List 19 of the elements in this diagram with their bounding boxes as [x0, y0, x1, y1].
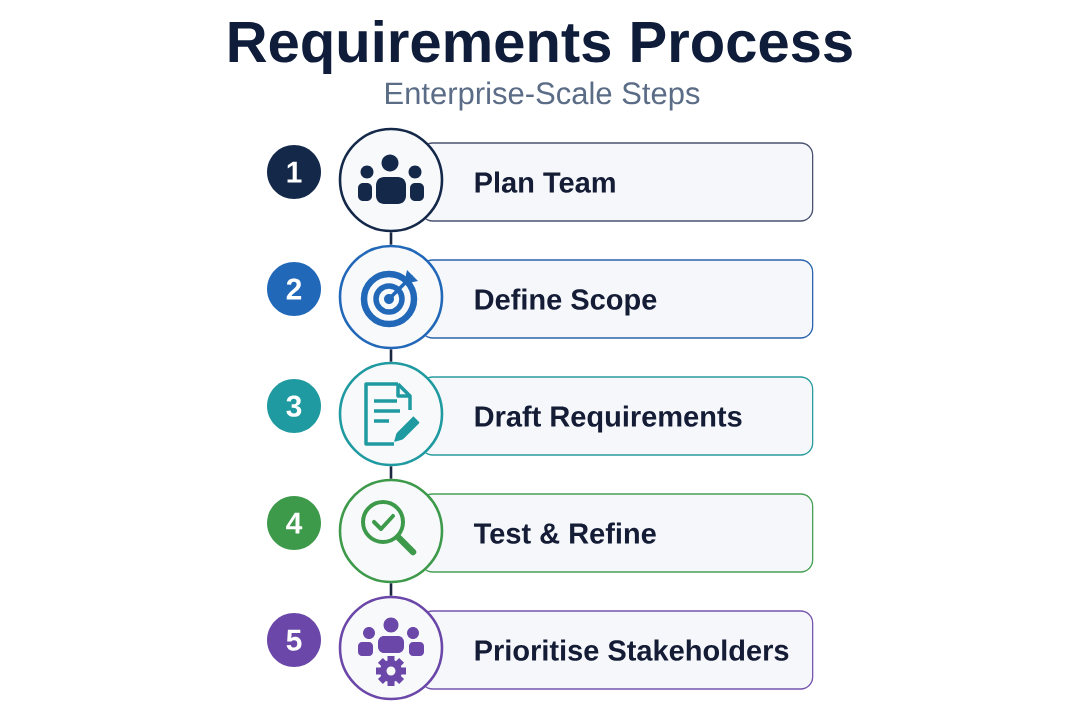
step-box: Test & Refine: [420, 493, 814, 573]
step-box: Draft Requirements: [420, 376, 814, 456]
connector-line: [389, 466, 393, 479]
connector-line: [389, 349, 393, 362]
icon-circle: [338, 361, 444, 467]
step-box: Define Scope: [420, 259, 814, 339]
connector-line: [389, 583, 393, 596]
number-badge: 1: [267, 145, 321, 199]
connector-line: [389, 232, 393, 245]
number-badge: 4: [267, 496, 321, 550]
number-badge: 2: [267, 262, 321, 316]
step-box: Plan Team: [420, 142, 814, 222]
number-badge: 5: [267, 613, 321, 667]
title: Requirements Process: [229, 19, 852, 75]
icon-circle: [338, 244, 444, 350]
step-box: Prioritise Stakeholders: [420, 610, 814, 690]
icon-circle: [338, 478, 444, 584]
number-badge: 3: [267, 379, 321, 433]
subtitle: Enterprise-Scale Steps: [386, 81, 700, 111]
